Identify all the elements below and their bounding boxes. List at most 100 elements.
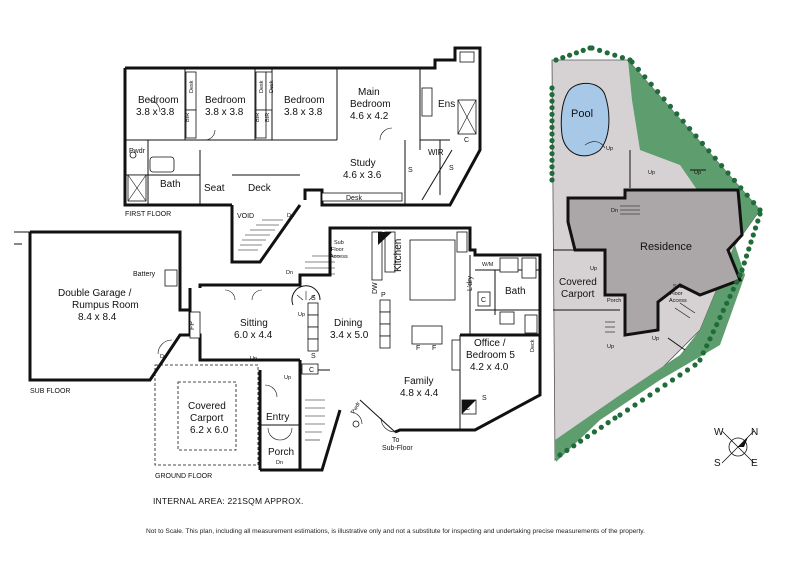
ground-floor-stairs [305, 255, 340, 441]
study-size: 4.6 x 3.6 [343, 170, 382, 181]
tree-icon [571, 443, 577, 449]
wm-label: W/M [482, 262, 494, 268]
tree-icon [604, 50, 610, 56]
compass [721, 430, 755, 464]
tree-icon [719, 163, 725, 169]
tree-icon [591, 429, 598, 435]
garage-dn-label: Dn [160, 354, 167, 360]
tree-icon [755, 218, 761, 224]
tree-icon [632, 402, 638, 408]
bir-label-2: BIR [255, 113, 261, 122]
bedroom1-name: Bedroom [138, 95, 179, 106]
ground-s-label-1: S [311, 295, 316, 302]
tree-icon [549, 85, 555, 91]
desk-label-1: Desk [189, 80, 195, 93]
ground-s-label-2: S [311, 353, 316, 360]
main-bedroom-size: 4.6 x 4.2 [350, 111, 389, 122]
site-sub-access-3: Access [669, 298, 687, 304]
ground-s-label-3: S [482, 395, 487, 402]
tree-icon [549, 118, 555, 124]
ground-sub-access-1: Sub [334, 240, 344, 246]
bedroom1-size: 3.8 x 3.8 [136, 107, 175, 118]
tree-icon [748, 239, 754, 245]
tree-icon [553, 57, 559, 63]
site-dn-label: Dn [611, 208, 618, 214]
dining-size: 3.4 x 5.0 [330, 330, 369, 341]
first-pwdr-label: Pwdr [129, 148, 146, 155]
tree-icon [734, 279, 740, 285]
tree-icon [677, 372, 683, 378]
tree-icon [731, 177, 738, 183]
tree-icon [712, 155, 718, 161]
tree-icon [549, 92, 555, 98]
garage-size: 8.4 x 8.4 [78, 312, 117, 323]
tree-icon [549, 164, 555, 170]
tree-icon [549, 170, 555, 176]
main-bedroom-name2: Bedroom [350, 99, 391, 110]
tree-icon [549, 98, 555, 104]
site-up-label-4: Up [590, 266, 597, 272]
tree-icon [578, 438, 584, 444]
residence-footprint [566, 188, 744, 337]
porch-label: Porch [268, 447, 294, 458]
internal-area-note: INTERNAL AREA: 221SQM APPROX. [153, 496, 304, 506]
f-label-2: F [432, 345, 436, 352]
compass-s: S [714, 458, 721, 469]
tree-icon [744, 192, 750, 198]
tree-icon [704, 343, 710, 349]
ground-c-label-3: C [481, 297, 486, 304]
compass-e: E [751, 458, 758, 469]
tree-icon [724, 300, 730, 306]
bir-label-3: BIR [265, 113, 271, 122]
tree-icon [717, 314, 723, 321]
first-floor-level-label: FIRST FLOOR [125, 211, 171, 218]
tree-icon [612, 52, 618, 58]
tree-icon [612, 415, 618, 421]
first-s-label-2: S [449, 165, 454, 172]
office-name1: Office / [474, 338, 506, 349]
tree-icon [647, 392, 653, 398]
tree-icon [687, 126, 693, 132]
tree-icon [619, 55, 626, 61]
first-c-label: C [464, 137, 469, 144]
garage-name1: Double Garage / [58, 288, 132, 299]
tree-icon [706, 148, 712, 154]
dw-label: DW [372, 282, 379, 294]
site-sub-access-1: Sub [673, 284, 683, 290]
main-bedroom-name1: Main [358, 87, 380, 98]
tree-icon [710, 329, 716, 335]
tree-icon [751, 200, 757, 206]
tree-icon [727, 293, 733, 299]
site-lawn-south [555, 245, 745, 462]
site-trees [549, 45, 763, 458]
desk-label-2: Desk [259, 80, 265, 93]
tree-icon [750, 232, 756, 238]
tree-icon [549, 124, 555, 130]
first-deck-label: Deck [248, 183, 272, 194]
tree-icon [567, 52, 573, 58]
tree-icon [549, 177, 555, 183]
carport-name1: Covered [188, 401, 226, 412]
bedroom3-size: 3.8 x 3.8 [284, 107, 323, 118]
pool-label: Pool [571, 108, 593, 120]
tree-icon [669, 377, 676, 383]
tree-icon [549, 138, 555, 144]
pool-shape [560, 82, 610, 157]
porch-dn-label: Dn [276, 460, 283, 466]
tree-icon [624, 407, 631, 413]
first-floor [123, 46, 482, 264]
tree-icon [661, 96, 667, 102]
tree-icon [549, 151, 555, 157]
study-name: Study [350, 158, 376, 169]
ground-floor [154, 226, 542, 472]
site-plan [551, 59, 761, 462]
tree-icon [549, 144, 555, 150]
tree-icon [597, 47, 603, 54]
tree-icon [654, 387, 661, 393]
tree-icon [743, 253, 750, 259]
kitchen-label: Kitchen [393, 239, 404, 272]
battery-label: Battery [133, 271, 156, 278]
ground-up-label-2: Up [284, 375, 291, 381]
site-up-label-2: Up [648, 170, 655, 176]
ens-label: Ens [438, 99, 455, 110]
